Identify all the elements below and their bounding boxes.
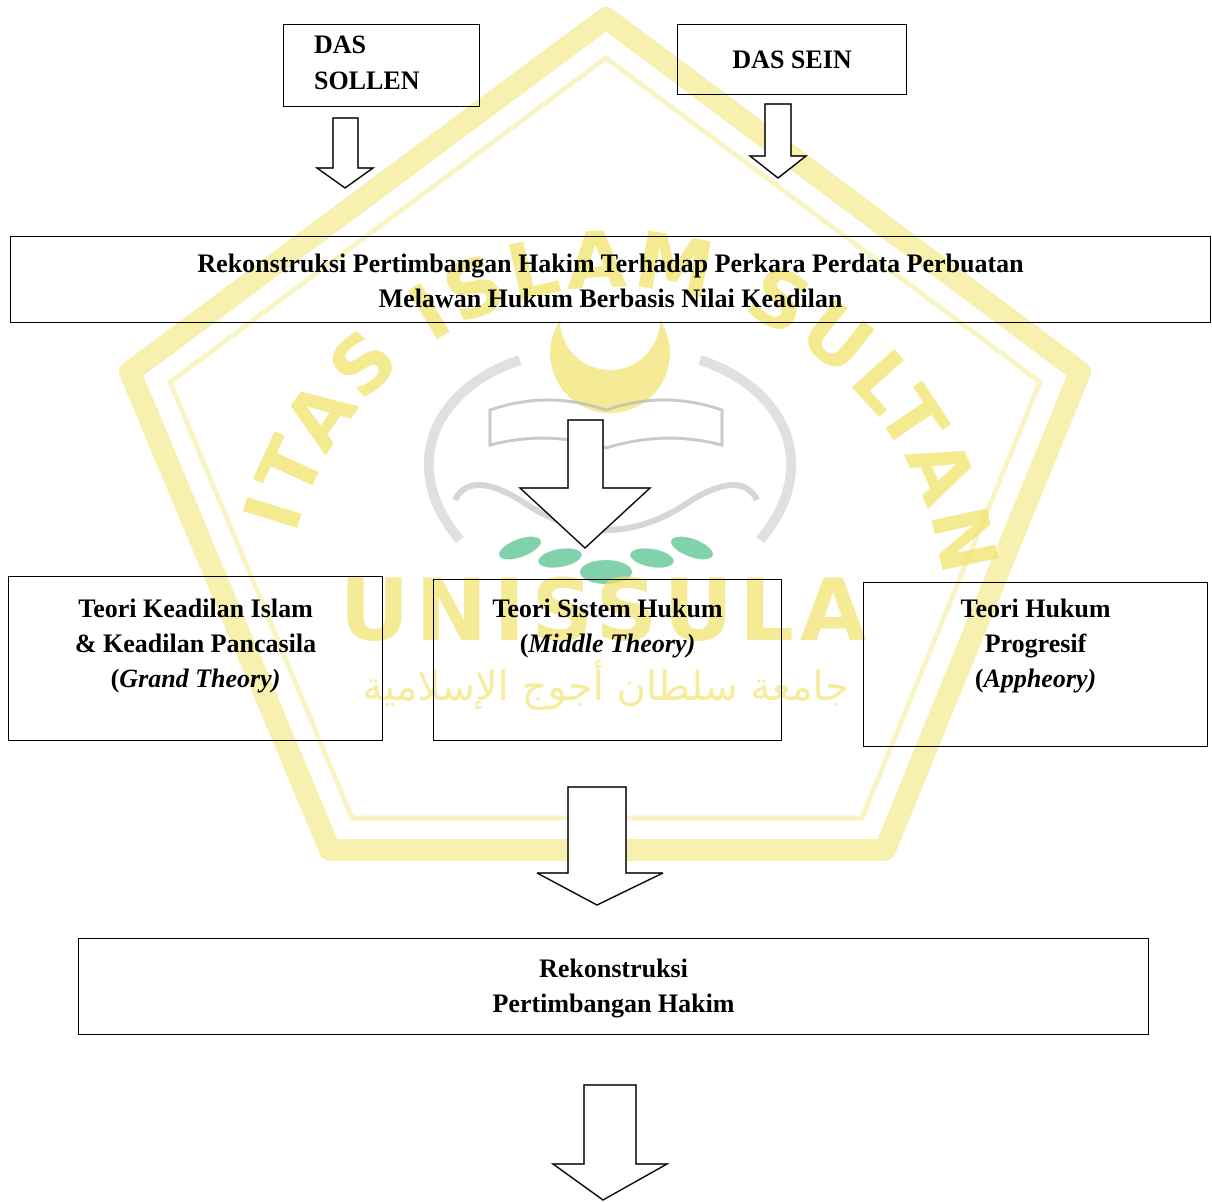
seal-base-curve bbox=[452, 482, 760, 533]
grand-theory-label: (Grand Theory) bbox=[9, 661, 382, 696]
applied-theory-label: (Appheory) bbox=[864, 661, 1207, 696]
down-arrow-icon bbox=[747, 103, 809, 179]
main-title-line2: Melawan Hukum Berbasis Nilai Keadilan bbox=[378, 284, 843, 313]
grand-theory-line2: & Keadilan Pancasila bbox=[74, 629, 317, 658]
seal-wreath-left bbox=[423, 355, 522, 544]
applied-theory-line1: Teori Hukum bbox=[960, 594, 1111, 623]
das-sollen-line2: SOLLEN bbox=[314, 66, 420, 95]
down-arrow-icon bbox=[550, 1084, 670, 1201]
grand-theory-line1: Teori Keadilan Islam bbox=[78, 594, 313, 623]
applied-theory-italic: Appheory) bbox=[983, 664, 1097, 693]
down-arrow-icon bbox=[518, 419, 652, 550]
das-sein-label: DAS SEIN bbox=[732, 45, 852, 74]
applied-theory-line2: Progresif bbox=[984, 629, 1087, 658]
down-arrow-icon bbox=[314, 117, 376, 189]
das-sollen-box: DAS SOLLEN bbox=[283, 24, 480, 107]
middle-theory-italic: Middle Theory) bbox=[528, 629, 696, 658]
down-arrow-icon bbox=[536, 786, 664, 906]
seal-book-icon bbox=[488, 398, 724, 450]
grand-theory-open-paren: ( bbox=[110, 664, 120, 693]
main-title-line1: Rekonstruksi Pertimbangan Hakim Terhadap… bbox=[197, 249, 1024, 278]
result-line2: Pertimbangan Hakim bbox=[492, 989, 735, 1018]
result-line1: Rekonstruksi bbox=[539, 954, 688, 983]
middle-theory-label: (Middle Theory) bbox=[434, 626, 781, 661]
grand-theory-box: Teori Keadilan Islam & Keadilan Pancasil… bbox=[8, 576, 383, 741]
result-box: Rekonstruksi Pertimbangan Hakim bbox=[78, 938, 1149, 1035]
middle-theory-line1: Teori Sistem Hukum bbox=[492, 594, 723, 623]
das-sein-box: DAS SEIN bbox=[677, 24, 907, 95]
das-sollen-line1: DAS bbox=[314, 30, 367, 59]
main-title-box: Rekonstruksi Pertimbangan Hakim Terhadap… bbox=[10, 236, 1211, 323]
seal-crescent-icon bbox=[550, 320, 671, 414]
grand-theory-italic: Grand Theory) bbox=[119, 664, 281, 693]
seal-wreath-right bbox=[698, 355, 797, 544]
middle-theory-box: Teori Sistem Hukum (Middle Theory) bbox=[433, 579, 782, 741]
applied-theory-box: Teori Hukum Progresif (Appheory) bbox=[863, 582, 1208, 747]
applied-theory-open-paren: ( bbox=[974, 664, 984, 693]
seal-leaves bbox=[499, 536, 713, 584]
